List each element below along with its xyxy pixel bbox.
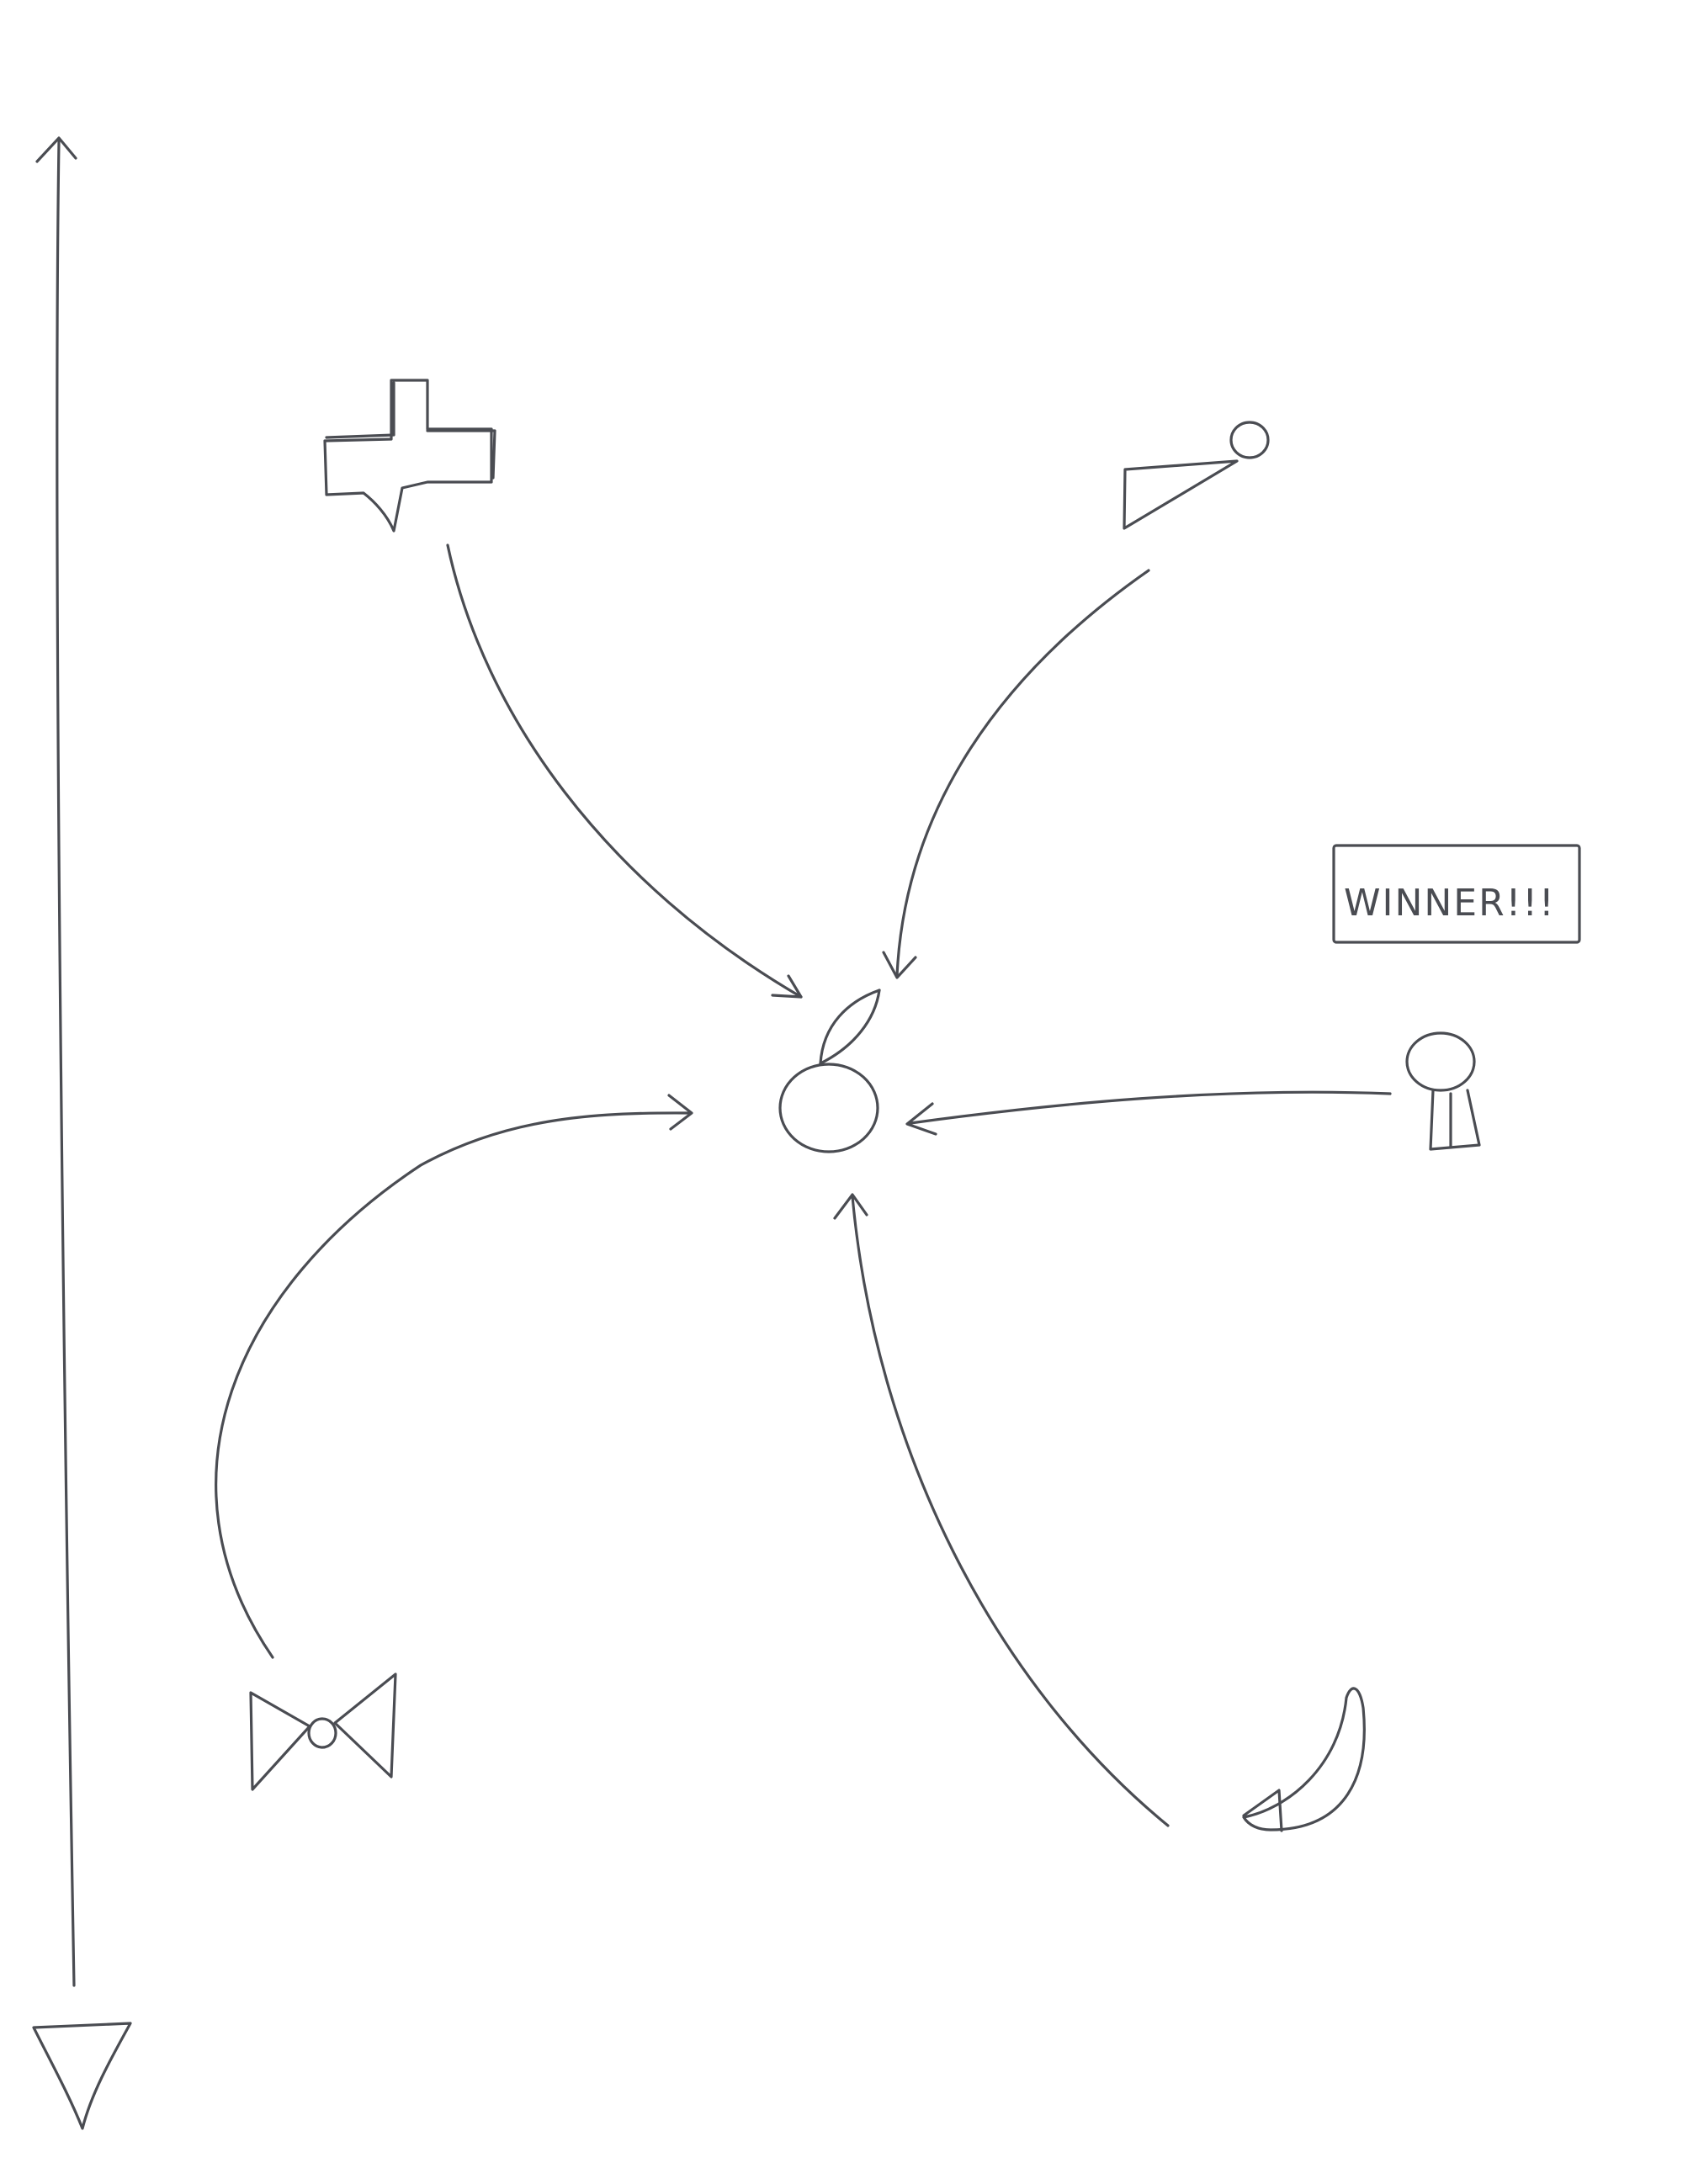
funnel-triangle-icon: [32, 2022, 132, 2130]
center-cherry-icon: [778, 989, 881, 1153]
ribbon-award-icon: [1405, 1031, 1481, 1151]
winner-label: WINNER!!!: [1344, 882, 1556, 925]
edge-cross-to-center: [446, 543, 803, 999]
bowtie-icon: [249, 1672, 397, 1791]
winner-label-box: WINNER!!!: [1332, 844, 1581, 944]
edge-wedge-to-center: [882, 569, 1150, 979]
edge-banana-to-center: [833, 1193, 1170, 1827]
vertical-axis-arrow: [35, 136, 77, 1987]
wedge-ball-icon: [1123, 421, 1270, 530]
cross-shape-icon: [323, 379, 496, 533]
edge-bowtie-to-center: [215, 1094, 693, 1659]
edge-ribbon-to-center: [905, 1090, 1392, 1136]
banana-icon: [1242, 1687, 1366, 1832]
